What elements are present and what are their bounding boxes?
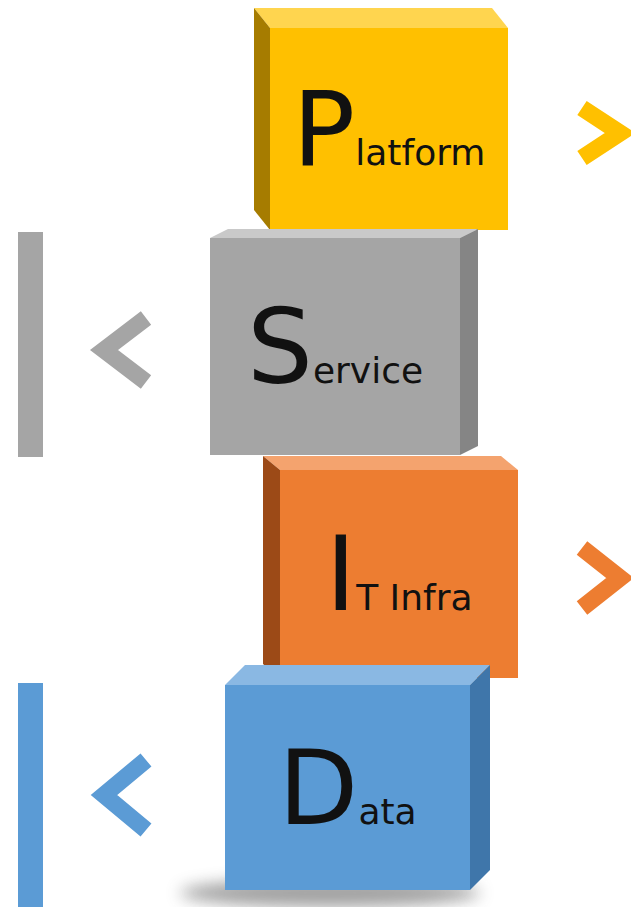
cube-side xyxy=(470,665,490,890)
cube-top xyxy=(210,229,478,238)
chevron-right xyxy=(582,108,620,158)
cube-top xyxy=(225,665,490,685)
chevron-left xyxy=(104,760,146,830)
cube-label: IT Infra xyxy=(325,522,472,626)
chevron-left xyxy=(104,318,146,382)
cube-front: Service xyxy=(210,238,460,455)
cube-front-fill xyxy=(270,28,508,230)
cube-front-fill xyxy=(225,685,470,890)
cube-top xyxy=(254,8,508,28)
cube-outline xyxy=(254,8,508,230)
side-bar xyxy=(18,232,43,457)
cube-label: Service xyxy=(247,295,423,399)
cube-side xyxy=(254,8,270,230)
cube-block: Service xyxy=(210,229,478,455)
cube-front: Data xyxy=(225,685,470,890)
cube-front-fill xyxy=(210,238,460,455)
cube-front-fill xyxy=(280,470,518,678)
side-bar xyxy=(18,683,43,907)
cube-front: IT Infra xyxy=(280,470,518,678)
cube-label: Data xyxy=(278,736,416,840)
cube-front: Platform xyxy=(270,28,508,230)
cube-side xyxy=(460,229,478,455)
cube-side xyxy=(263,456,280,678)
cube-block: Data xyxy=(225,665,490,890)
cube-block: IT Infra xyxy=(263,456,518,678)
cube-label: Platform xyxy=(293,77,486,181)
cube-top xyxy=(263,456,518,470)
cube-outline xyxy=(263,456,518,678)
cube-block: Platform xyxy=(254,8,508,230)
chevron-right xyxy=(582,548,620,608)
